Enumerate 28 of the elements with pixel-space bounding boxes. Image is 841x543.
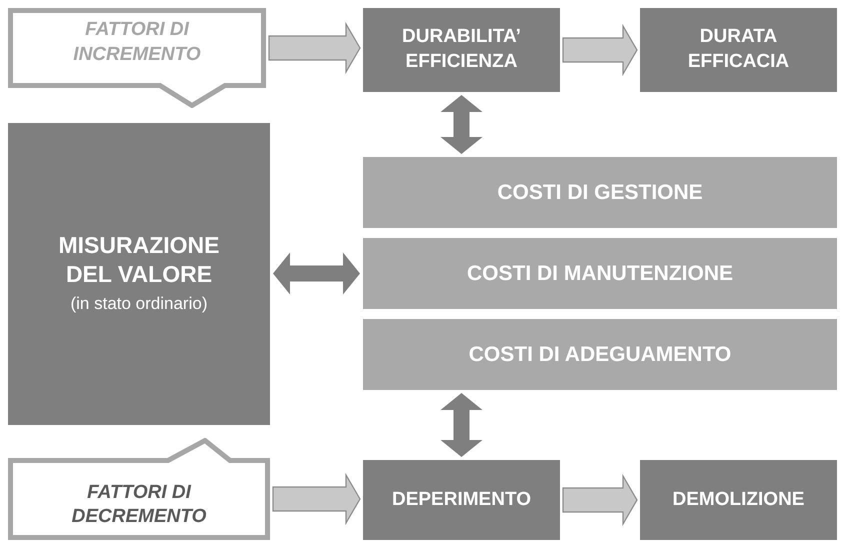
callout-box — [8, 8, 266, 108]
node-label: DURATA EFFICACIA — [686, 25, 790, 74]
process-box — [640, 460, 837, 540]
cost-band — [363, 238, 837, 309]
process-box — [363, 460, 560, 540]
block-arrow — [562, 474, 638, 526]
cost-band — [363, 319, 837, 390]
callout-box — [8, 438, 270, 540]
node-label: FATTORI DI DECREMENTO — [70, 480, 208, 530]
node-label: MISURAZIONE DEL VALORE — [58, 230, 220, 290]
node-label: DURABILITA’ EFFICIENZA — [401, 25, 522, 74]
process-box — [640, 8, 837, 92]
node-note: (in stato ordinario) — [70, 293, 208, 316]
cost-band — [363, 157, 837, 228]
node-label: FATTORI DI INCREMENTO — [72, 18, 202, 67]
block-arrow — [562, 24, 638, 76]
double-arrow — [273, 252, 360, 294]
node-label: COSTI DI MANUTENZIONE — [467, 260, 733, 287]
node-label: DEMOLIZIONE — [672, 488, 804, 512]
block-arrow — [272, 472, 361, 526]
node-label: DEPERIMENTO — [392, 488, 531, 512]
node-label: COSTI DI GESTIONE — [497, 180, 703, 206]
double-arrow — [440, 393, 482, 457]
double-arrow — [440, 95, 482, 154]
process-box — [8, 123, 270, 425]
block-arrow — [268, 22, 361, 74]
node-label: COSTI DI ADEGUAMENTO — [468, 342, 732, 368]
process-box — [363, 8, 560, 92]
